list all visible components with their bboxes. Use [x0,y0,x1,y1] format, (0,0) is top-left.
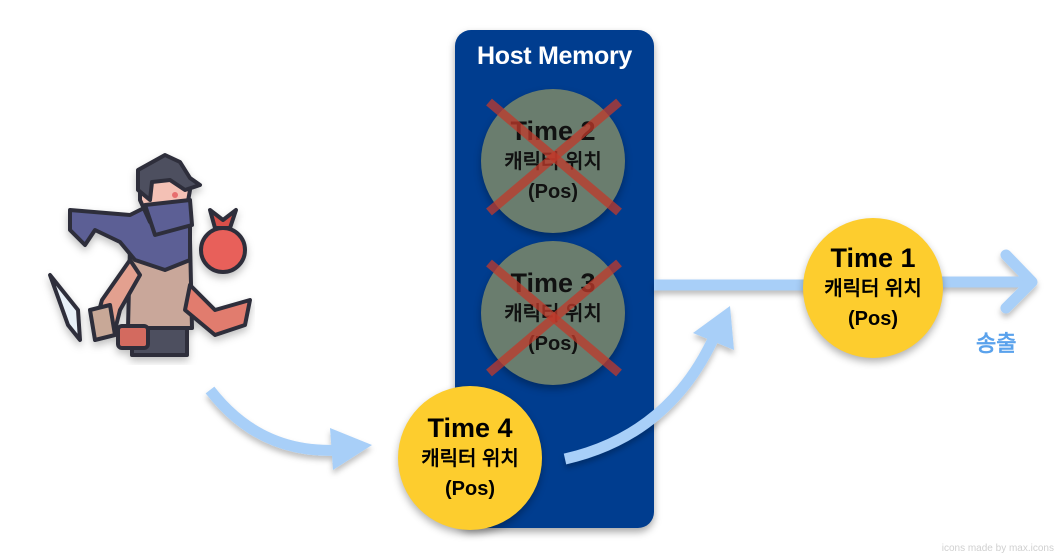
send-arrow-head [1000,249,1038,314]
ninja-character-icon [48,153,252,357]
time4-sub: (Pos) [445,478,495,500]
time1-bubble: Time 1 캐릭터 위치 (Pos) [803,218,943,358]
arrow-head-up [693,306,734,350]
time2-desc: 캐릭터 위치 [504,151,602,173]
time4-bubble: Time 4 캐릭터 위치 (Pos) [398,386,542,530]
time1-label: Time 1 [830,243,916,273]
time4-desc: 캐릭터 위치 [421,448,519,470]
time2-sub: (Pos) [528,181,578,203]
host-memory-title: Host Memory [476,42,633,70]
curved-arrow-in [205,386,341,456]
time3-desc: 캐릭터 위치 [504,303,602,325]
time2-bubble: Time 2 캐릭터 위치 (Pos) [481,89,625,233]
icon-credit: icons made by max.icons [941,543,1054,554]
arrow-head-in [330,428,372,470]
time3-sub: (Pos) [528,333,578,355]
time2-label: Time 2 [510,116,596,146]
time1-sub: (Pos) [848,308,898,330]
time3-bubble: Time 3 캐릭터 위치 (Pos) [481,241,625,385]
curved-arrow-up [563,332,721,465]
time3-label: Time 3 [510,268,596,298]
send-label: 송출 [976,331,1017,356]
time1-desc: 캐릭터 위치 [824,278,922,300]
time4-label: Time 4 [427,413,513,443]
